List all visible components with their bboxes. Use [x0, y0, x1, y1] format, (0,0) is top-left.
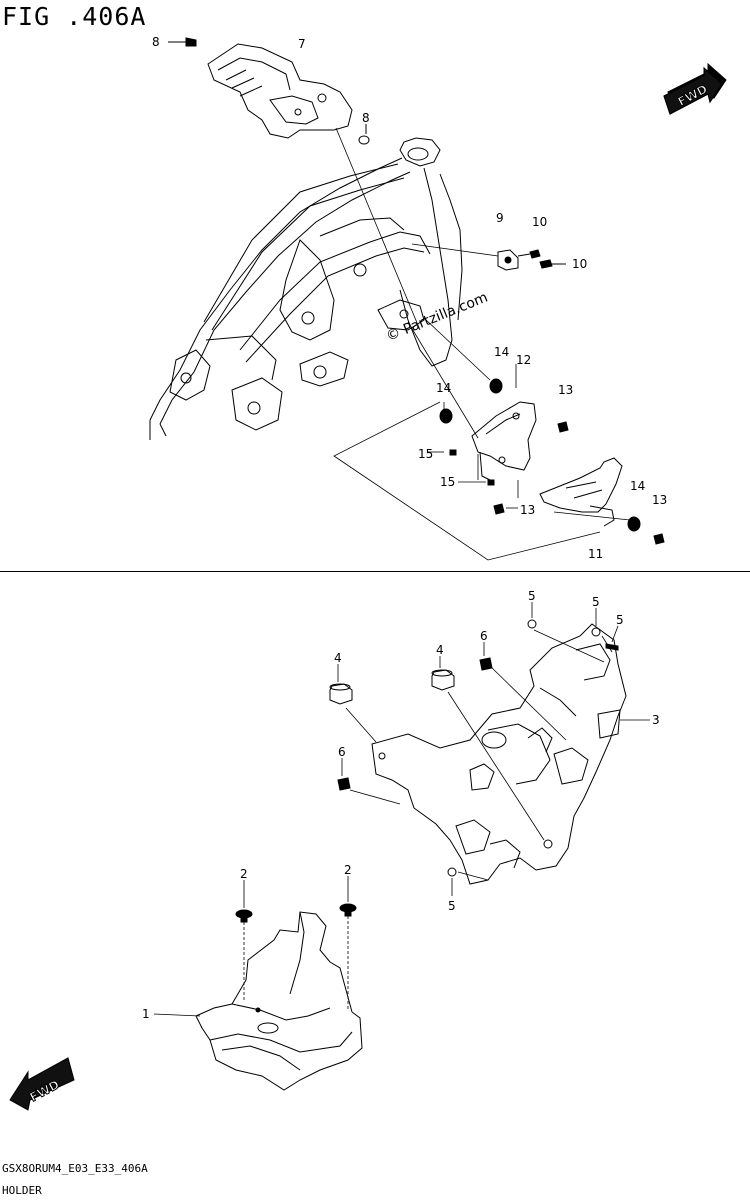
leader-lines-upper [333, 127, 631, 561]
callout-13a: 13 [558, 383, 573, 397]
leader-lines-callouts [153, 602, 619, 1017]
part-12-bracket [471, 401, 537, 481]
callout-3: 3 [652, 713, 660, 727]
part-13-screws [493, 421, 665, 545]
motorcycle-frame [149, 137, 463, 440]
callout-15b: 15 [440, 475, 455, 489]
callout-10a: 10 [532, 215, 547, 229]
callout-13b: 13 [520, 503, 535, 517]
part-6-bolts [337, 657, 493, 791]
callout-14a: 14 [494, 345, 509, 359]
leader-lines-bottom [243, 916, 349, 1010]
callout-numbers: 1 2 2 3 4 4 5 5 5 5 6 6 7 8 8 9 10 10 11… [142, 35, 667, 1021]
figure-code: GSX8ORUM4_E03_E33_406A [2, 1162, 148, 1175]
part-7-bracket [207, 43, 353, 139]
callout-13c: 13 [652, 493, 667, 507]
callout-5a: 5 [528, 589, 536, 603]
part-3-holder [371, 623, 627, 885]
callout-9: 9 [496, 211, 504, 225]
callout-15a: 15 [418, 447, 433, 461]
leader-lines-middle [345, 629, 650, 881]
part-8-screw-top [168, 37, 197, 47]
part-5-bolts [447, 619, 619, 877]
callout-4b: 4 [436, 643, 444, 657]
fwd-arrow-bottom-icon: FWD [9, 1057, 75, 1111]
callout-5b: 5 [592, 595, 600, 609]
callout-6a: 6 [480, 629, 488, 643]
callout-10b: 10 [572, 257, 587, 271]
part-11-cover [539, 457, 623, 527]
part-15-bolts [449, 449, 495, 486]
callout-11: 11 [588, 547, 603, 561]
fwd-arrow-top-icon: FWD [663, 62, 727, 115]
callout-7: 7 [298, 37, 306, 51]
callout-8a: 8 [152, 35, 160, 49]
figure-title: FIG .406A [2, 2, 147, 31]
part-9-bracket [497, 249, 519, 271]
callout-2b: 2 [344, 863, 352, 877]
callout-6b: 6 [338, 745, 346, 759]
callout-12: 12 [516, 353, 531, 367]
part-8-screw-lower [358, 124, 370, 145]
figure-name: HOLDER [2, 1184, 42, 1197]
part-4-caps [329, 669, 455, 705]
part-10-screws [517, 249, 566, 269]
part-14-grommets [439, 378, 641, 532]
callout-14b: 14 [436, 381, 451, 395]
callout-4a: 4 [334, 651, 342, 665]
part-2-bolts [235, 903, 357, 923]
callout-14c: 14 [630, 479, 645, 493]
callout-5d: 5 [448, 899, 456, 913]
section-divider [0, 571, 750, 572]
callout-5c: 5 [616, 613, 624, 627]
part-1-tray [195, 911, 363, 1091]
callout-1: 1 [142, 1007, 150, 1021]
callout-2a: 2 [240, 867, 248, 881]
callout-8b: 8 [362, 111, 370, 125]
